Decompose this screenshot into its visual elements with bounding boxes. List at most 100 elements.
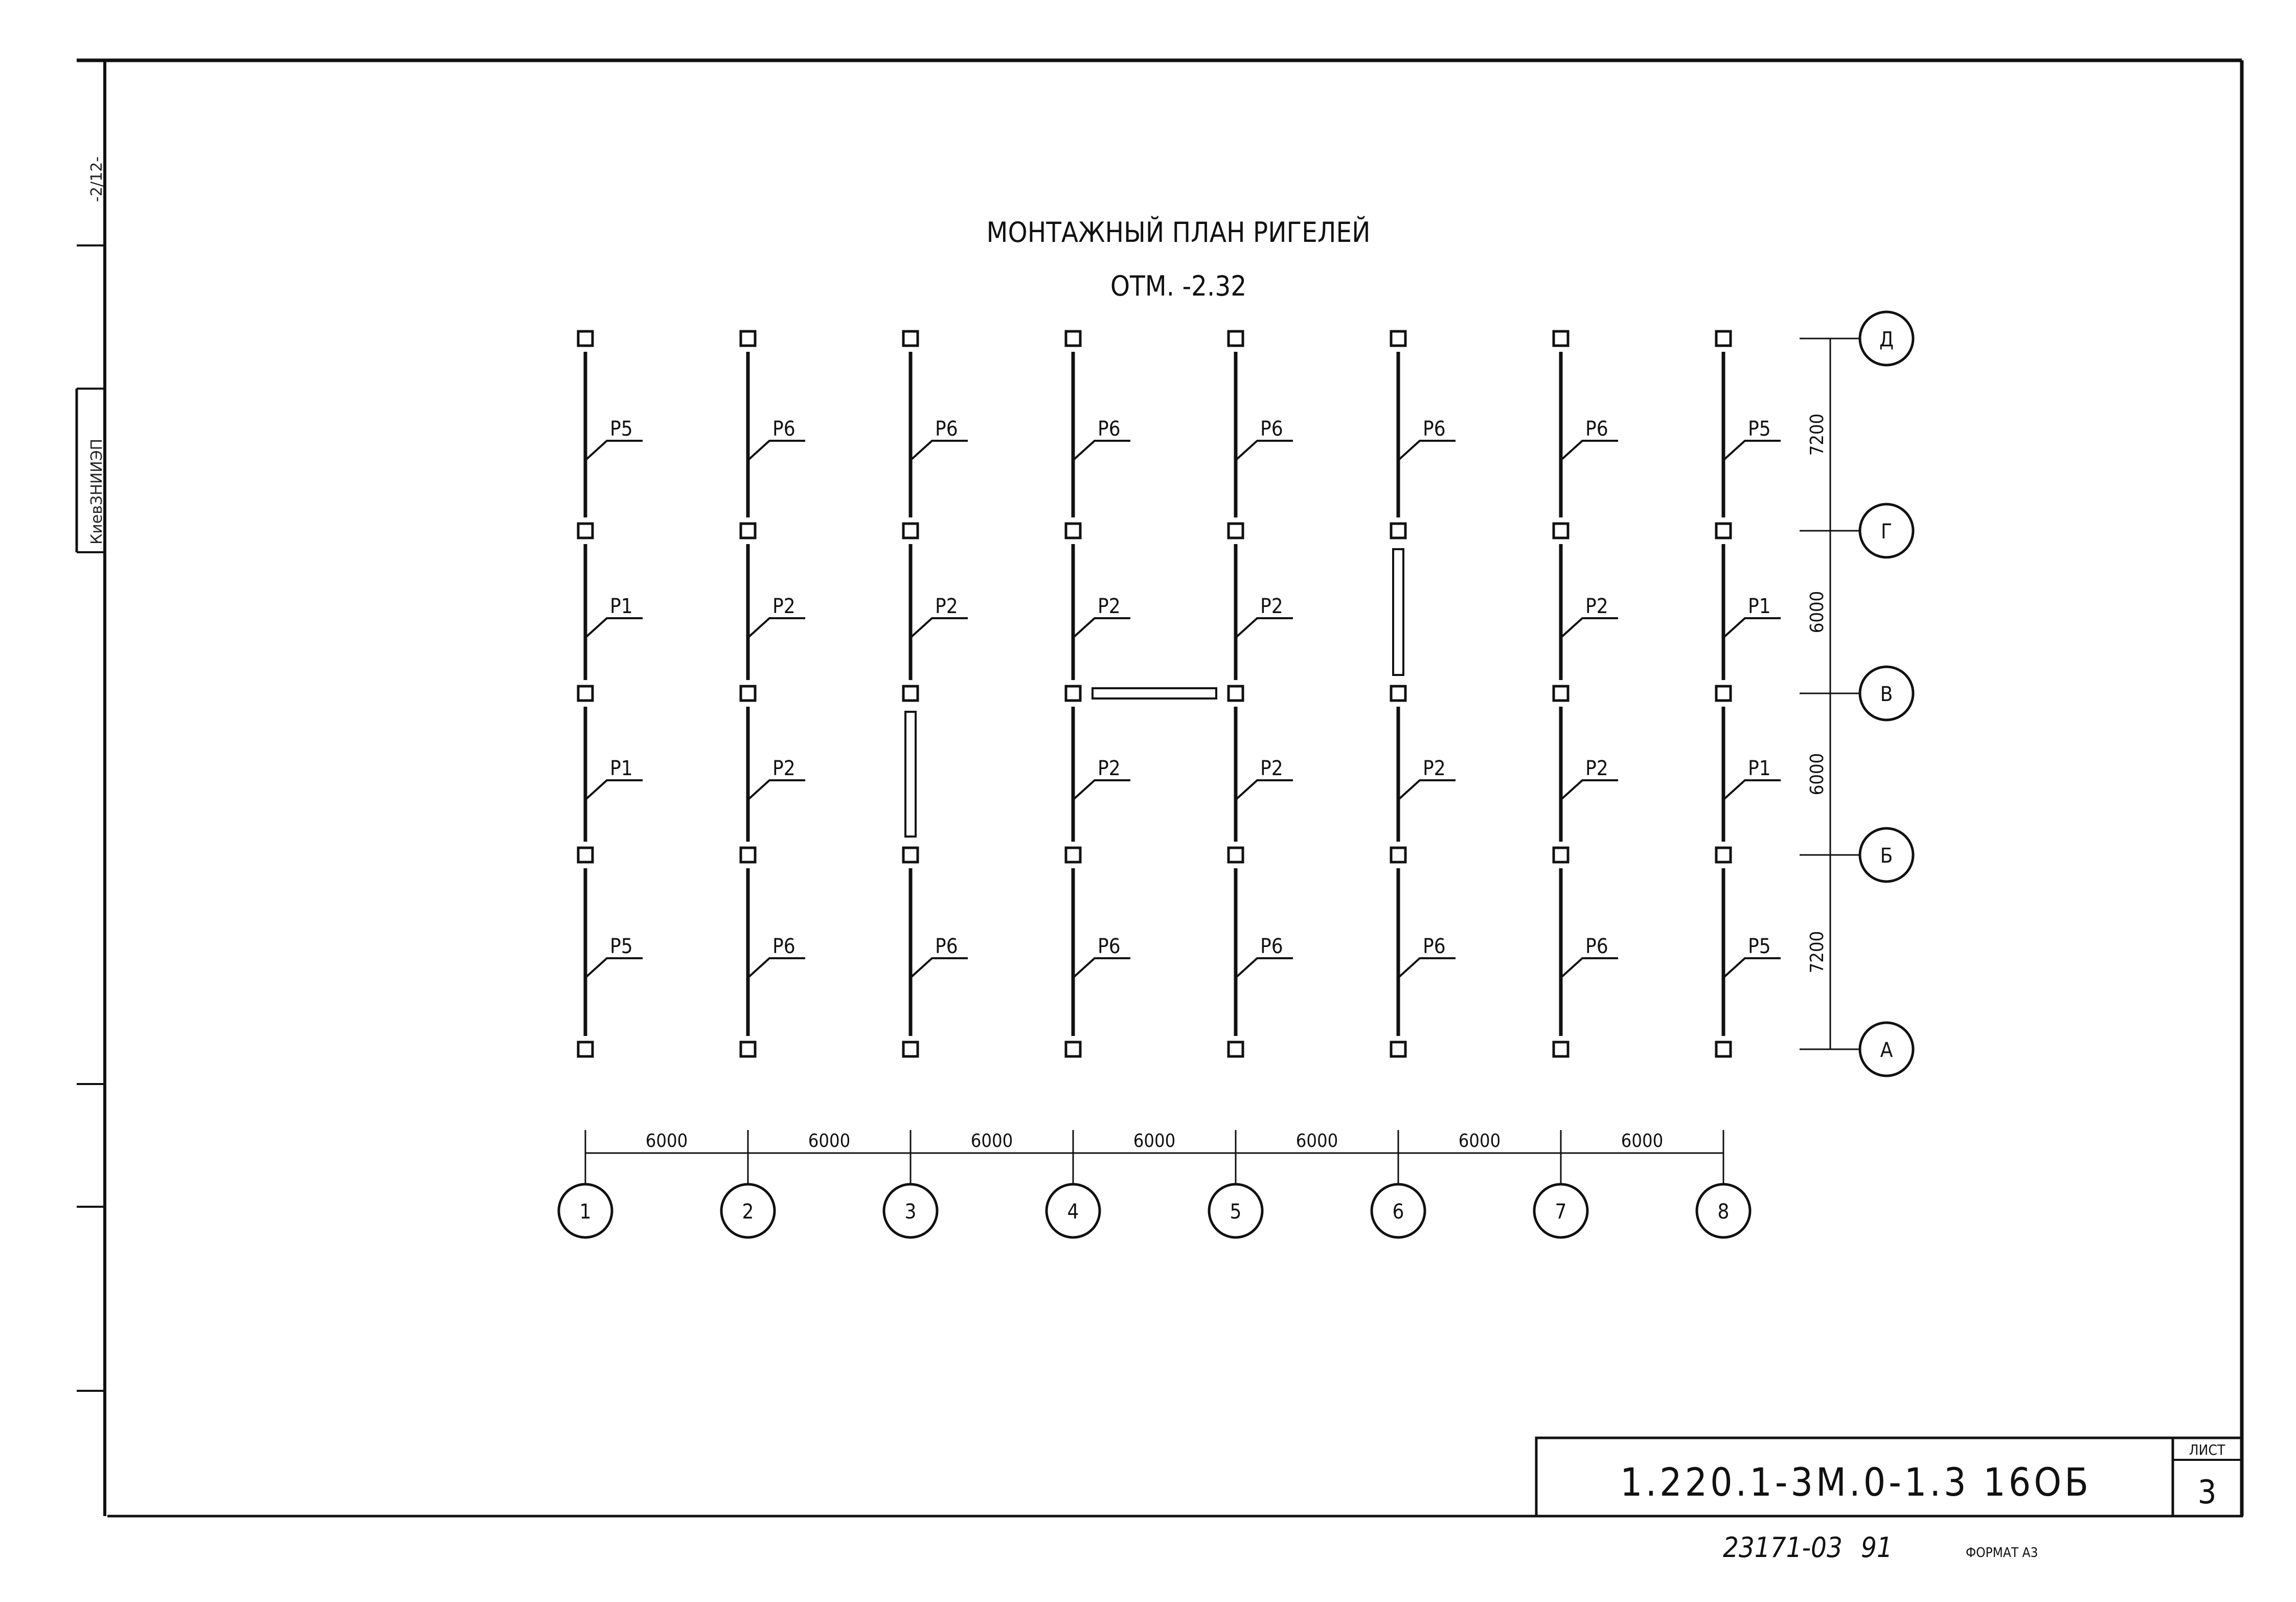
beam-mark: Р6 xyxy=(935,935,958,958)
column-axis-label: 5 xyxy=(1230,1200,1242,1224)
beam-leader xyxy=(1397,440,1456,461)
beam-leader xyxy=(584,957,643,979)
column xyxy=(902,330,919,347)
row-axis-bubble xyxy=(1858,665,1915,721)
beam-leader xyxy=(747,440,805,461)
row-spacing-label: 6000 xyxy=(1807,753,1828,795)
beam-mark: Р2 xyxy=(1585,757,1608,780)
column-axis-label: 3 xyxy=(905,1200,917,1224)
column xyxy=(577,1041,594,1058)
column xyxy=(1390,1041,1407,1058)
beam-leader xyxy=(1072,957,1130,979)
beam-leader xyxy=(1560,957,1618,979)
beam-mark: Р6 xyxy=(1260,417,1283,441)
opening-beam xyxy=(904,711,917,838)
column xyxy=(577,846,594,864)
beam-leader xyxy=(1397,779,1456,801)
column xyxy=(1064,522,1082,539)
beam-leader xyxy=(1560,440,1618,461)
inventory-number: 23171-03 xyxy=(1723,1531,1843,1564)
margin-code: -2/12- xyxy=(88,156,106,202)
column-axis-bubble xyxy=(1695,1183,1752,1239)
beam-mark: Р1 xyxy=(610,595,633,618)
column xyxy=(902,846,919,864)
row-axis-bubble xyxy=(1858,827,1915,883)
beam-leader xyxy=(1235,779,1293,801)
beam-mark: Р5 xyxy=(610,935,633,958)
sheet-number: 3 xyxy=(2198,1474,2217,1511)
column-spacing-label: 6000 xyxy=(1133,1131,1175,1152)
column xyxy=(577,330,594,347)
beam-leader xyxy=(584,779,643,801)
column xyxy=(577,522,594,539)
beam-leader xyxy=(1560,779,1618,801)
row-spacing-label: 6000 xyxy=(1807,591,1828,633)
beam-mark: Р2 xyxy=(935,595,958,618)
beam-mark: Р6 xyxy=(1260,935,1283,958)
column-spacing-label: 6000 xyxy=(808,1131,850,1152)
drawing-subtitle: ОТМ. -2.32 xyxy=(1110,270,1246,302)
row-axis-bubble xyxy=(1858,503,1915,559)
column xyxy=(577,685,594,702)
beam-leader xyxy=(747,957,805,979)
column-axis-label: 2 xyxy=(742,1200,754,1224)
column xyxy=(902,1041,919,1058)
column-spacing-label: 6000 xyxy=(971,1131,1013,1152)
title-block: 1.220.1-3М.0-1.3 16ОБ ЛИСТ 3 xyxy=(1535,1436,2243,1518)
beam-mark: Р2 xyxy=(1585,595,1608,618)
column-axis-bubble xyxy=(1208,1183,1264,1239)
column xyxy=(1552,1041,1570,1058)
beams-layer xyxy=(583,352,1725,1036)
beam-mark: Р1 xyxy=(610,757,633,780)
beam-leader xyxy=(910,617,968,639)
column-spacing-label: 6000 xyxy=(1621,1131,1663,1152)
column-axis-bubble xyxy=(882,1183,939,1239)
column-spacing-label: 6000 xyxy=(1296,1131,1338,1152)
beam-mark: Р5 xyxy=(1748,935,1771,958)
row-axis-bubble xyxy=(1858,1021,1915,1077)
column xyxy=(1227,1041,1244,1058)
column xyxy=(1064,1041,1082,1058)
beam-leader xyxy=(1722,957,1781,979)
column xyxy=(1552,522,1570,539)
column xyxy=(1715,522,1732,539)
beam-leader xyxy=(1397,957,1456,979)
column-axis-label: 6 xyxy=(1393,1200,1404,1224)
column xyxy=(1715,685,1732,702)
column-spacing-label: 6000 xyxy=(1459,1131,1501,1152)
column xyxy=(1227,846,1244,864)
beam-leader xyxy=(1235,440,1293,461)
column xyxy=(1390,330,1407,347)
column xyxy=(902,522,919,539)
column xyxy=(902,685,919,702)
beam-leader xyxy=(1072,779,1130,801)
row-axis-label: Б xyxy=(1880,844,1893,868)
beam-mark: Р6 xyxy=(1423,417,1446,441)
column-axis-label: 1 xyxy=(580,1200,592,1224)
beam-mark: Р2 xyxy=(1260,595,1283,618)
beam-mark: Р6 xyxy=(772,935,795,958)
column xyxy=(1227,522,1244,539)
drawing-title: МОНТАЖНЫЙ ПЛАН РИГЕЛЕЙ xyxy=(987,216,1371,249)
beam-mark: Р2 xyxy=(772,595,795,618)
sheet-format: ФОРМАТ А3 xyxy=(1966,1545,2038,1561)
document-code: 1.220.1-3М.0-1.3 16ОБ xyxy=(1620,1459,2092,1505)
column xyxy=(739,522,757,539)
beam-leader xyxy=(1072,440,1130,461)
row-spacing-label: 7200 xyxy=(1807,414,1828,456)
beam-mark: Р2 xyxy=(1260,757,1283,780)
horizontal-strut xyxy=(1092,687,1217,700)
sheet-frame xyxy=(75,58,2244,1518)
column-axis-bubble xyxy=(1370,1183,1426,1239)
column xyxy=(739,1041,757,1058)
column xyxy=(1552,846,1570,864)
column xyxy=(1715,330,1732,347)
beam-leader xyxy=(1722,440,1781,461)
beam-leader xyxy=(1235,617,1293,639)
beam-mark: Р5 xyxy=(610,417,633,441)
column-axis-bubble xyxy=(557,1183,613,1239)
column xyxy=(1715,1041,1732,1058)
